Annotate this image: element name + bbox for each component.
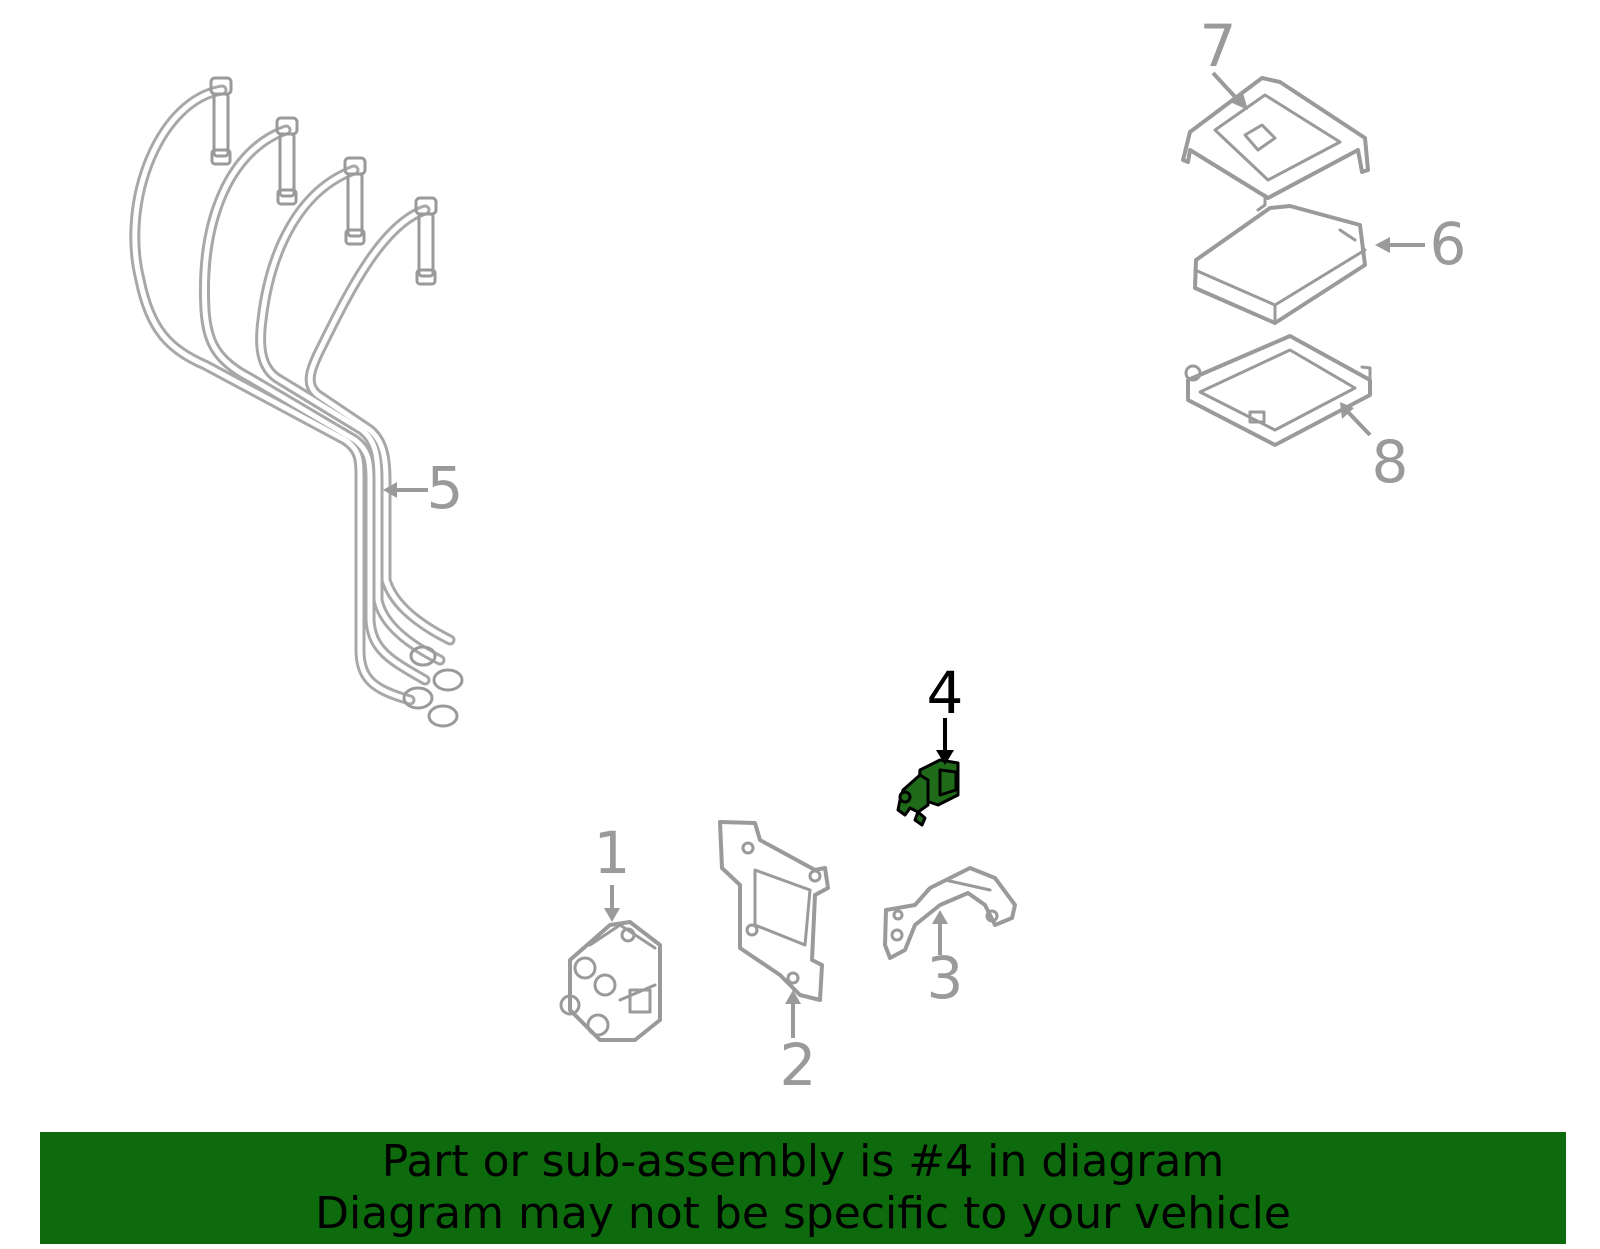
ecu-cover [1193, 204, 1367, 325]
callout-1: 1 [594, 819, 631, 887]
banner-line-part-number: Part or sub-assembly is #4 in diagram [381, 1136, 1225, 1187]
plug-boot [414, 196, 438, 286]
spark-plug-wire-set [129, 76, 464, 728]
callout-8: 8 [1372, 428, 1409, 496]
plug-boot [275, 116, 299, 206]
highlighted-part-4 [896, 758, 960, 827]
plug-boot [343, 156, 367, 246]
plug-boot [209, 76, 233, 166]
coil-mounting-bracket [718, 820, 830, 1002]
callout-4: 4 [927, 659, 964, 727]
callout-7: 7 [1200, 12, 1237, 80]
callout-3: 3 [927, 944, 964, 1012]
bracket [883, 866, 1017, 960]
callout-6: 6 [1430, 210, 1467, 278]
ecu-mounting-bracket [1181, 76, 1370, 212]
engine-control-module [1184, 334, 1372, 447]
banner-line-disclaimer: Diagram may not be specific to your vehi… [315, 1188, 1291, 1239]
ignition-coil [559, 920, 662, 1042]
diagram-notice-banner: Part or sub-assembly is #4 in diagram Di… [40, 1132, 1566, 1244]
callout-5: 5 [427, 454, 464, 522]
callout-2: 2 [780, 1031, 817, 1099]
